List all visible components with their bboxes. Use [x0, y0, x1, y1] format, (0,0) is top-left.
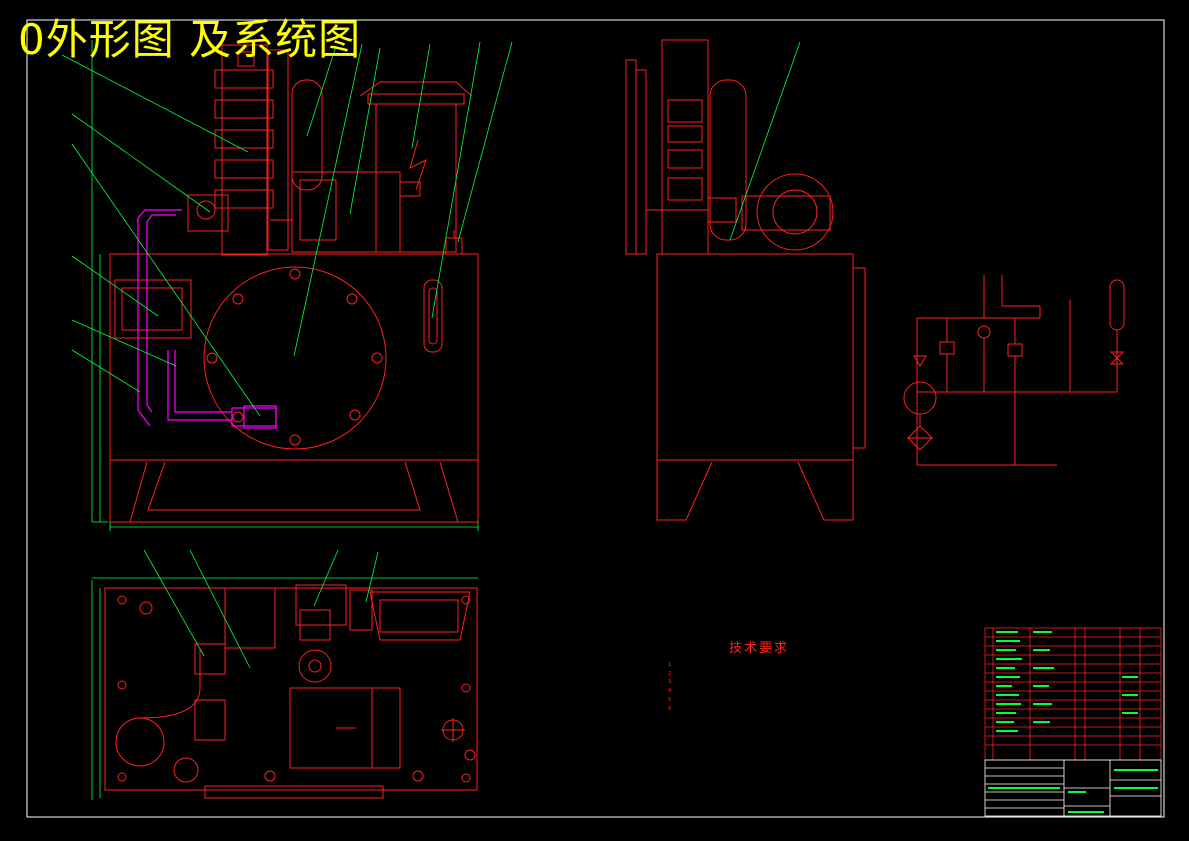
hydraulic-schematic: [903, 275, 1125, 466]
tech-requirements-list: 1. 2. 3. 4. 5. 6.: [668, 661, 913, 713]
tech-requirements-heading: 技术要求: [729, 641, 790, 656]
bom-table: [984, 627, 1162, 761]
tech-requirement-item: 2.: [668, 670, 673, 677]
tank-cover-circle: [203, 266, 387, 450]
tech-requirement-item: 3.: [668, 679, 673, 686]
drawing-title: 0外形图 及系统图: [18, 15, 362, 64]
drawing-frame: [26, 19, 1165, 818]
suction-pipe: [137, 209, 277, 429]
front-view-leaders: [61, 40, 513, 531]
tech-requirement-item: 6.: [668, 705, 673, 712]
front-view: [109, 44, 479, 523]
top-view: [104, 584, 478, 799]
side-view-leaders: [729, 41, 801, 241]
tech-requirement-item: 1.: [668, 662, 673, 668]
top-view-leaders: [91, 549, 478, 800]
tech-requirement-item: 4.: [668, 688, 673, 695]
tech-requirement-item: 5.: [668, 696, 673, 703]
title-block: [984, 759, 1162, 817]
side-view: [625, 39, 866, 521]
title-block-text: [988, 769, 1158, 813]
bom-table-text: [996, 631, 1138, 732]
